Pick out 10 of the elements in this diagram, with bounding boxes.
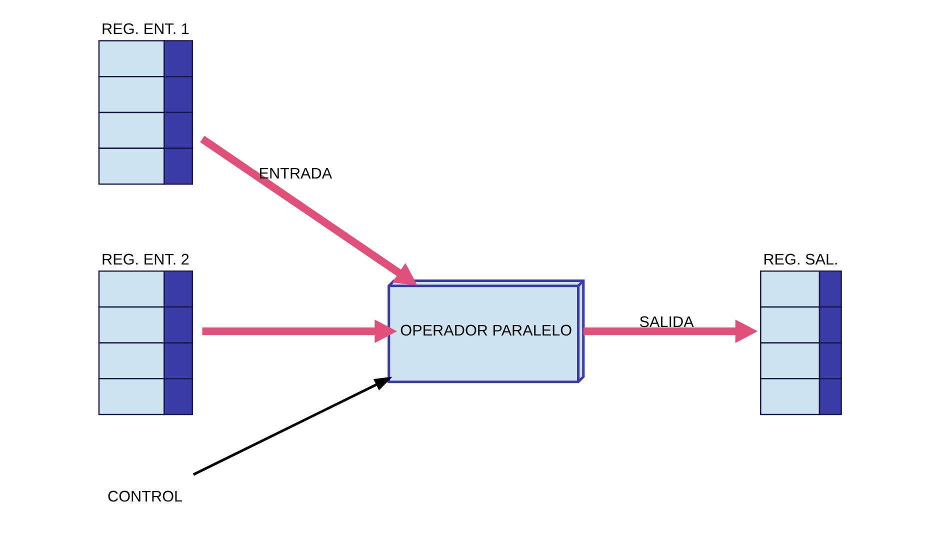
node-label: REG. ENT. 2 (101, 251, 189, 268)
arrow (202, 320, 397, 344)
node-text: CONTROL (107, 488, 182, 506)
edge-label: SALIDA (638, 314, 694, 331)
arrow (582, 320, 758, 344)
arrow (200, 136, 417, 286)
edge-label: ENTRADA (258, 166, 332, 182)
arrow (192, 376, 392, 476)
node-label: REG. ENT. 1 (101, 20, 189, 38)
node-label: REG. SAL. (762, 251, 838, 268)
